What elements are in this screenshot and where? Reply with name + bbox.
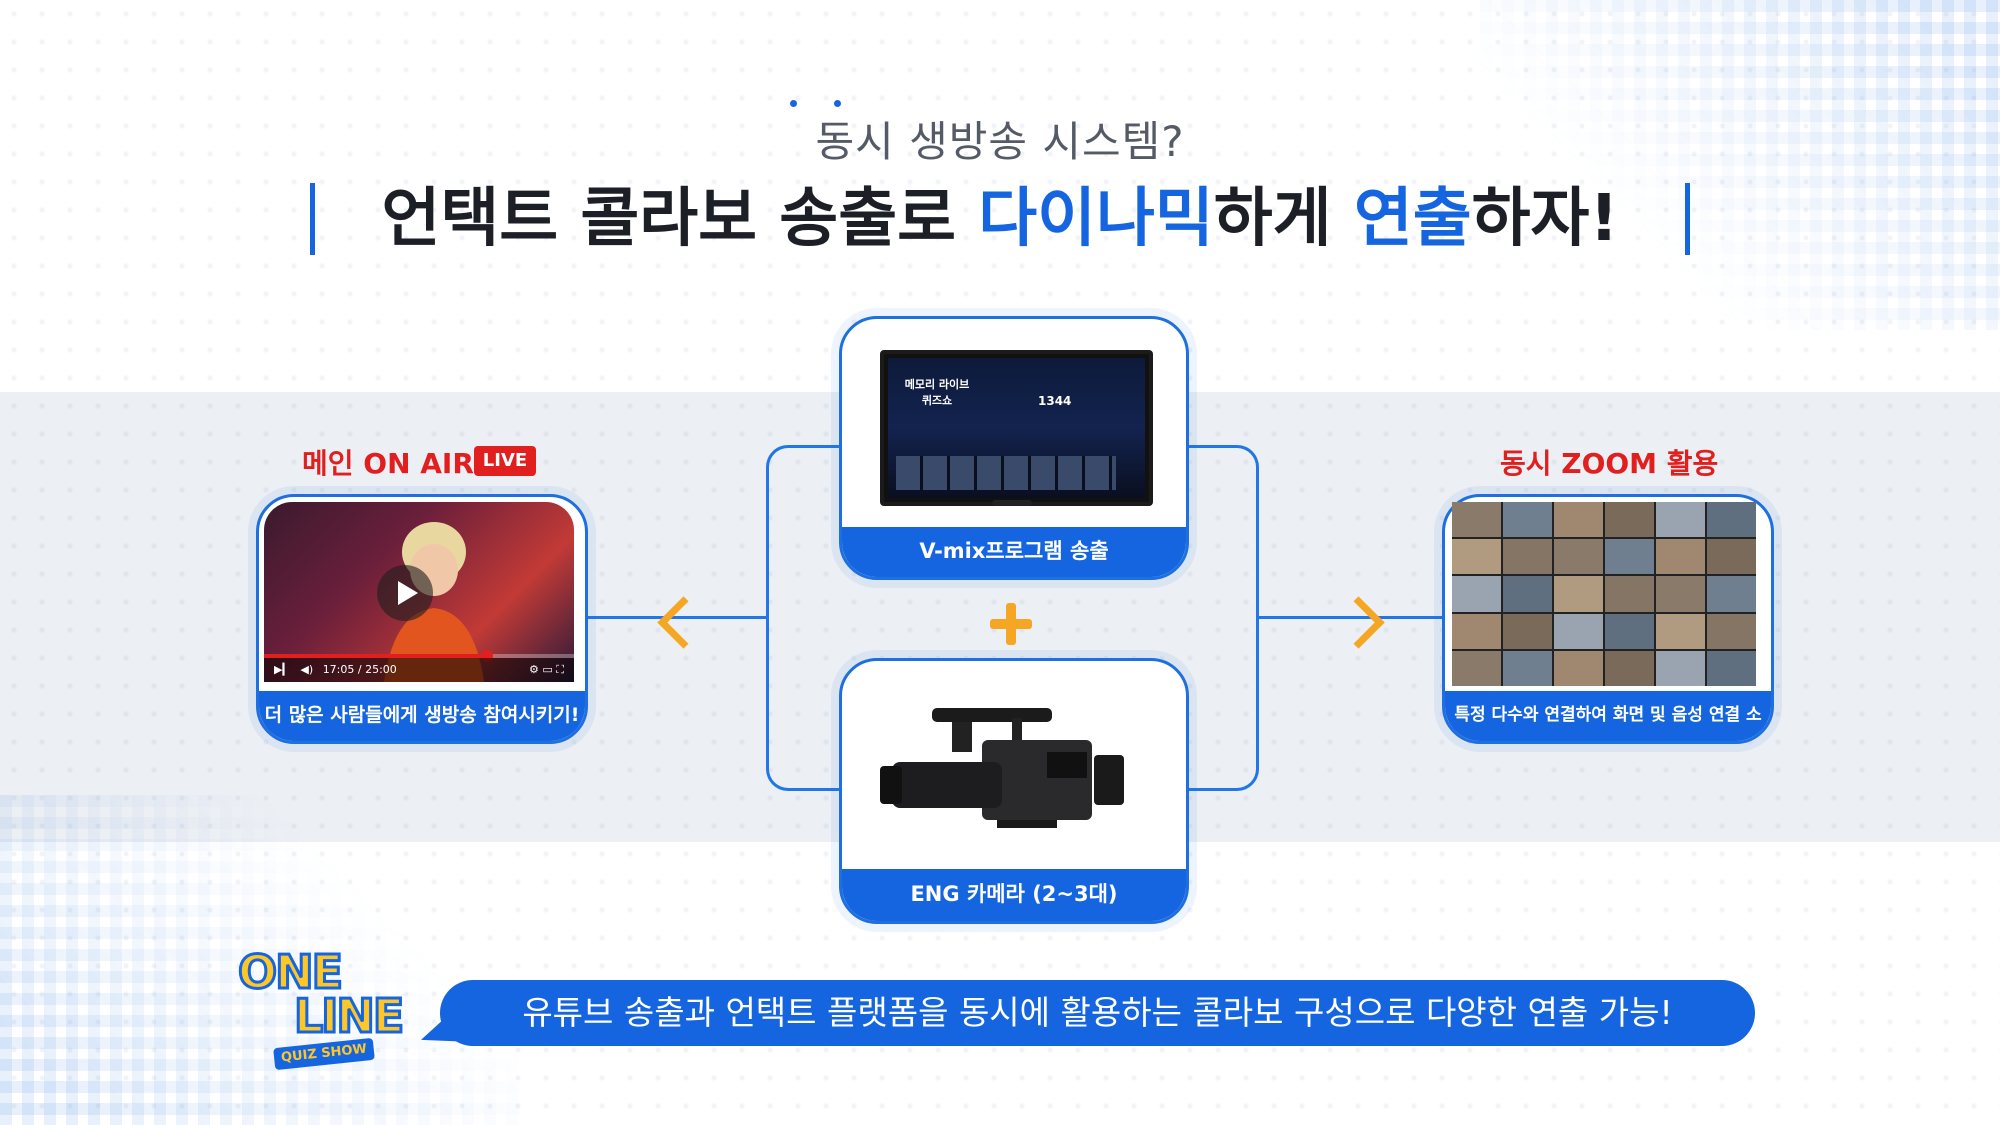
zoom-participant-tile [1656,502,1705,538]
zoom-participant-tile [1452,576,1501,612]
title-bar-right [1685,183,1690,255]
zoom-participant-tile [1452,539,1501,575]
player-play-icon[interactable]: ▶▎ [274,663,291,676]
page-subtitle: 동시 생방송 시스템? [815,117,1185,166]
zoom-caption: 특정 다수와 연결하여 화면 및 음성 연결 소통! [1445,691,1771,741]
vmix-caption: V-mix프로그램 송출 [842,527,1186,577]
player-settings-icon[interactable]: ⚙ ▭ ⛶ [529,663,564,676]
zoom-participant-tile [1656,613,1705,649]
zoom-participant-tile [1452,613,1501,649]
zoom-participant-tile [1503,613,1552,649]
zoom-participant-tile [1554,613,1603,649]
zoom-participant-tile [1605,576,1654,612]
zoom-participant-tile [1554,650,1603,686]
zoom-participant-tile [1554,576,1603,612]
connector-left-bracket [766,445,869,791]
player-volume-icon[interactable]: ◀) [300,663,314,676]
live-badge: LIVE [474,446,536,476]
zoom-participant-tile [1707,502,1756,538]
vmix-monitor-stand [992,500,1032,506]
decorative-dots-bottom-left [0,795,520,1125]
zoom-participant-tile [1605,502,1654,538]
eng-camera-caption: ENG 카메라 (2~3대) [842,869,1186,921]
plus-icon [990,603,1032,645]
vmix-screen-number: 1344 [1038,394,1072,408]
one-line-quiz-show-logo: ONE LINE QUIZ SHOW [236,944,418,1071]
main-on-air-label: 메인 ON AIR [302,447,474,480]
bottom-banner: 유튜브 송출과 언택트 플랫폼을 동시에 활용하는 콜라보 구성으로 다양한 연… [440,980,1755,1046]
zoom-participant-tile [1554,539,1603,575]
zoom-participant-tile [1656,650,1705,686]
eng-camera-image [880,708,1124,828]
zoom-participant-tile [1707,576,1756,612]
vmix-screen-text: 메모리 라이브 퀴즈쇼 [904,378,970,407]
subtitle-dots [790,100,870,110]
connector-right-line [1256,616,1452,619]
video-progress-fill [264,654,488,658]
youtube-player[interactable]: ▶▎ ◀) 17:05 / 25:00 ⚙ ▭ ⛶ [264,502,574,682]
title-highlight1: 다이나믹 [978,182,1214,256]
player-controls: ▶▎ ◀) 17:05 / 25:00 ⚙ ▭ ⛶ [264,658,574,682]
main-on-air-caption: 더 많은 사람들에게 생방송 참여시키기! [259,691,585,741]
zoom-participant-tile [1707,650,1756,686]
title-part2: 하게 [1213,182,1354,256]
zoom-participant-tile [1503,539,1552,575]
title-highlight2: 연출 [1353,182,1472,256]
title-row: 언택트 콜라보 송출로 다이나믹하게 연출하자! [310,175,1690,265]
logo-line1: ONE [236,944,344,1001]
zoom-participant-tile [1656,539,1705,575]
player-time: 17:05 / 25:00 [322,663,397,676]
zoom-participant-tile [1503,576,1552,612]
zoom-participant-tile [1452,650,1501,686]
zoom-participant-tile [1605,613,1654,649]
zoom-participant-tile [1452,502,1501,538]
vmix-screen-thumbs [896,456,1116,490]
zoom-participant-tile [1605,650,1654,686]
zoom-label: 동시 ZOOM 활용 [1500,447,1719,480]
zoom-participant-tile [1707,613,1756,649]
zoom-participant-tile [1503,650,1552,686]
vmix-monitor-screen: 메모리 라이브 퀴즈쇼 1344 [888,358,1145,498]
play-icon[interactable] [377,565,433,621]
title-part1: 언택트 콜라보 송출로 [381,182,979,256]
vmix-monitor-image: 메모리 라이브 퀴즈쇼 1344 [880,350,1153,506]
zoom-participant-tile [1503,502,1552,538]
zoom-participant-tile [1707,539,1756,575]
logo-line2: LINE [292,988,405,1045]
zoom-participant-tile [1656,576,1705,612]
connector-left-line [584,616,766,619]
title-part3: 하자! [1471,182,1619,256]
zoom-participant-tile [1554,502,1603,538]
page-title: 언택트 콜라보 송출로 다이나믹하게 연출하자! [310,175,1690,263]
decorative-dots-top-right [1480,0,2000,330]
zoom-participant-tile [1605,539,1654,575]
title-bar-left [310,183,315,255]
zoom-participant-grid [1452,502,1756,686]
